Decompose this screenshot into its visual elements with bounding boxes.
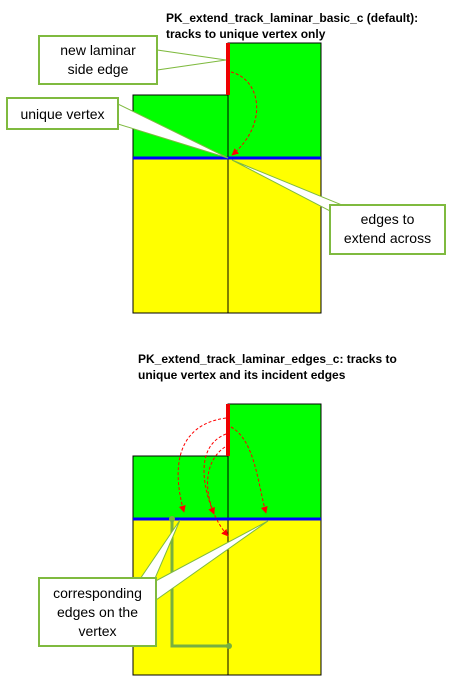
bottom-track-arrow-1 xyxy=(177,417,227,513)
top-title: PK_extend_track_laminar_basic_c (default… xyxy=(166,10,418,42)
bottom-title: PK_extend_track_laminar_edges_c: tracks … xyxy=(138,351,397,383)
top-diagram xyxy=(132,42,322,314)
bottom-title-line2: unique vertex and its incident edges xyxy=(138,368,346,382)
edges-callout-text: edges to extend across xyxy=(331,210,444,248)
corresponding-callout-line1: corresponding xyxy=(53,585,142,601)
edges-callout-box xyxy=(329,204,446,255)
top-green-face-right xyxy=(227,42,322,159)
new-edge-callout-line1: new laminar xyxy=(60,42,136,58)
vertex-callout-text: unique vertex xyxy=(8,105,117,124)
new-edge-pointer xyxy=(156,49,227,71)
bottom-track-arrow-4 xyxy=(207,446,229,537)
new-edge-callout-text: new laminar side edge xyxy=(40,41,156,79)
bottom-highlight-dot-corner xyxy=(226,643,232,649)
top-title-line1: PK_extend_track_laminar_basic_c (default… xyxy=(166,11,419,25)
new-edge-callout-box xyxy=(38,35,158,85)
bottom-track-arrow-2 xyxy=(203,433,227,515)
top-yellow-face xyxy=(132,157,322,314)
corresponding-callout-line2: edges on the xyxy=(57,604,138,620)
corresponding-callout-text: corresponding edges on the vertex xyxy=(40,584,155,641)
new-edge-callout-line2: side edge xyxy=(67,61,129,77)
bottom-green-face-right xyxy=(227,403,322,520)
corresponding-callout-box xyxy=(38,577,157,647)
vertex-callout-box xyxy=(6,97,119,130)
bottom-highlight-edges xyxy=(170,519,229,648)
bottom-title-line1: PK_extend_track_laminar_edges_c: tracks … xyxy=(138,352,397,366)
top-track-arrow xyxy=(230,71,258,156)
bottom-green-face-left xyxy=(132,455,229,520)
vertex-callout-line1: unique vertex xyxy=(20,106,105,122)
bottom-highlight-dot-top xyxy=(169,516,175,522)
top-title-line2: tracks to unique vertex only xyxy=(166,27,326,41)
edges-callout-line1: edges to xyxy=(360,211,415,227)
corresponding-callout-line3: vertex xyxy=(78,623,117,639)
bottom-track-arrow-3 xyxy=(230,426,268,514)
bottom-diagram xyxy=(132,403,322,676)
edges-callout-line2: extend across xyxy=(343,230,432,246)
